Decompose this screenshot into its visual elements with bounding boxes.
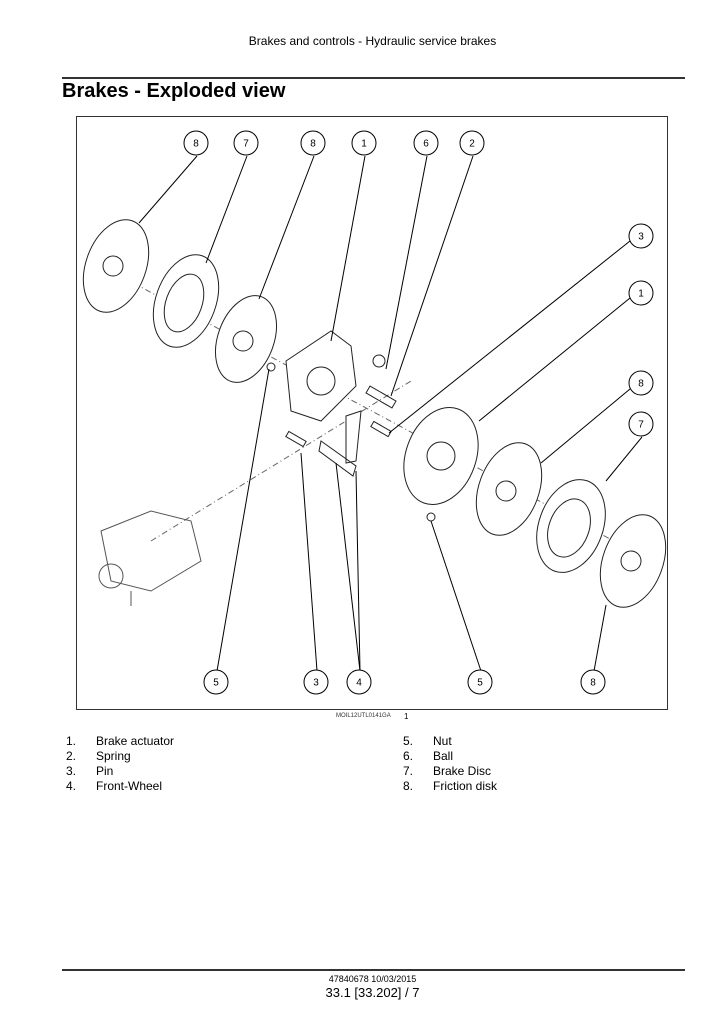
legend-right: 5.Nut 6.Ball 7.Brake Disc 8.Friction dis… [403,734,497,794]
spring [365,385,397,409]
friction-disk-2 [215,295,277,383]
callout-circle [233,130,259,156]
callout-number: 8 [590,678,596,689]
legend-item: 1.Brake actuator [66,734,175,748]
callout-number: 6 [423,139,429,150]
callout-circle [203,669,229,695]
callout-circle [580,669,606,695]
legend-item: 8.Friction disk [403,779,498,793]
callout-circle [303,669,329,695]
brake-disc-2 [536,479,606,573]
legend-item: 5.Nut [403,734,452,748]
legend-item: 7.Brake Disc [403,764,492,778]
friction-disk-1 [82,219,150,313]
legend-item: 2.Spring [66,749,131,763]
brake-actuator-2 [403,407,479,505]
legend-item: 4.Front-Wheel [66,779,163,793]
callout-circle [346,669,372,695]
header-rule [62,77,685,79]
legend-item: 3.Pin [66,764,114,778]
callout-number: 8 [193,139,199,150]
hydraulic-unit [98,510,202,606]
front-wheel-links [318,410,362,477]
callout-circle [628,280,654,306]
friction-disk-4 [599,514,667,608]
callout-layer: 8 7 8 1 6 2 3 1 8 7 5 3 4 5 8 [183,130,654,695]
exploded-view-figure: 8 7 8 1 6 2 3 1 8 7 5 3 4 5 8 [76,116,668,710]
pin [285,430,307,448]
legend-item: 6.Ball [403,749,454,763]
callout-number: 4 [356,678,362,689]
callout-number: 2 [469,139,475,150]
callout-number: 1 [361,139,367,150]
callout-number: 3 [313,678,319,689]
callout-circle [413,130,439,156]
figure-id: MOIL12UTL0141GA [336,713,391,719]
callout-number: 5 [477,678,483,689]
callout-number: 8 [310,139,316,150]
brake-actuator-1 [285,330,357,422]
callout-circle [628,411,654,437]
brake-disc-1 [152,254,220,348]
legend-left: 1.Brake actuator 2.Spring 3.Pin 4.Front-… [66,734,174,794]
figure-number: 1 [404,712,409,721]
callout-number: 1 [638,289,644,300]
footer-rule [62,969,685,971]
callout-circle [183,130,209,156]
callout-number: 7 [638,420,644,431]
callout-circle [351,130,377,156]
running-header: Brakes and controls - Hydraulic service … [248,34,497,48]
doc-number-date: 47840678 10/03/2015 [328,974,417,984]
callout-circle [628,223,654,249]
section-title: Brakes - Exploded view [62,80,286,102]
callout-circle [300,130,326,156]
callout-circle [467,669,493,695]
exploded-view-drawing [82,155,667,672]
ball [372,354,386,368]
callout-circle [459,130,485,156]
page-number: 33.1 [33.202] / 7 [325,985,420,1000]
callout-circle [628,370,654,396]
callout-number: 8 [638,379,644,390]
callout-number: 5 [213,678,219,689]
callout-number: 3 [638,232,644,243]
callout-number: 7 [243,139,249,150]
friction-disk-3 [475,442,543,536]
